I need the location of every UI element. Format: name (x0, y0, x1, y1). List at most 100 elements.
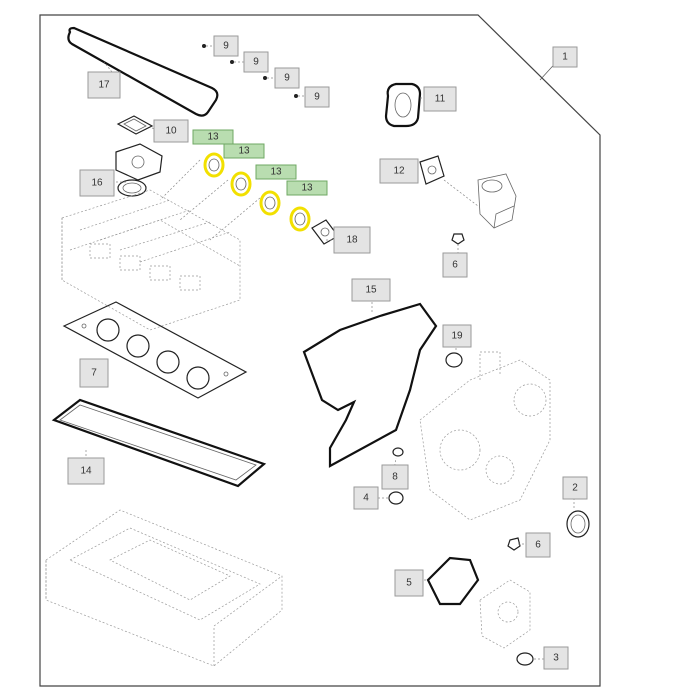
callout-box (525, 532, 551, 558)
callout-box (333, 226, 371, 254)
callout-box (274, 67, 300, 89)
callout-label: 15 (365, 285, 377, 296)
water-pump-gasket (426, 556, 480, 606)
callout-4: 4 (353, 486, 379, 510)
callout-box (286, 180, 328, 196)
gasket-11 (384, 82, 422, 128)
bolt-6-top (451, 233, 465, 245)
callout-8: 8 (381, 464, 409, 490)
callout-13: 13 (192, 129, 234, 145)
callout-box (351, 278, 391, 302)
callout-18: 18 (333, 226, 371, 254)
callout-box (423, 86, 457, 112)
timing-cover-gasket (302, 302, 438, 468)
callout-box (442, 252, 468, 278)
housing-16 (115, 143, 163, 197)
callout-box (213, 35, 239, 57)
bolt-6-lower (507, 537, 521, 551)
callout-box (552, 46, 578, 68)
diagram-frame (39, 14, 601, 687)
callout-box (381, 464, 409, 490)
callout-label: 13 (301, 183, 313, 194)
callout-box (543, 646, 569, 670)
callout-3: 3 (543, 646, 569, 670)
callout-9: 9 (243, 51, 269, 73)
callout-12: 12 (379, 158, 419, 184)
callout-label: 9 (253, 57, 259, 68)
callout-label: 14 (80, 466, 92, 477)
callout-label: 4 (363, 493, 369, 504)
callout-box (255, 164, 297, 180)
callout-11: 11 (423, 86, 457, 112)
thermostat-housing (477, 173, 517, 229)
callout-label: 6 (535, 540, 541, 551)
callout-box (79, 358, 109, 388)
callout-label: 9 (223, 41, 229, 52)
callout-2: 2 (562, 476, 588, 500)
callout-label: 16 (91, 178, 103, 189)
callout-box (353, 486, 379, 510)
callout-box (442, 324, 472, 348)
callout-16: 16 (79, 169, 115, 197)
callout-box (87, 71, 121, 99)
callout-label: 13 (207, 132, 219, 143)
callout-box (379, 158, 419, 184)
o-ring-4 (388, 491, 404, 505)
callout-5: 5 (394, 569, 424, 597)
callout-13: 13 (223, 143, 265, 159)
callout-label: 9 (314, 92, 320, 103)
head-gasket (62, 301, 248, 399)
callout-label: 8 (392, 472, 398, 483)
callout-14: 14 (67, 457, 105, 485)
breather-gasket (116, 115, 154, 135)
callout-box (304, 86, 330, 108)
callout-9: 9 (274, 67, 300, 89)
callout-label: 7 (91, 368, 97, 379)
callout-label: 13 (270, 167, 282, 178)
callout-box (223, 143, 265, 159)
callout-label: 12 (393, 166, 405, 177)
callout-10: 10 (153, 119, 189, 143)
callout-15: 15 (351, 278, 391, 302)
callout-6: 6 (442, 252, 468, 278)
callout-box (394, 569, 424, 597)
callout-7: 7 (79, 358, 109, 388)
callout-13: 13 (286, 180, 328, 196)
callout-label: 6 (452, 260, 458, 271)
crank-seal-2 (566, 510, 590, 538)
callout-box (79, 169, 115, 197)
callout-box (67, 457, 105, 485)
callout-label: 18 (346, 235, 358, 246)
callout-label: 19 (451, 331, 463, 342)
callout-box (562, 476, 588, 500)
callout-label: 17 (98, 80, 110, 91)
screws-group (202, 44, 298, 98)
callout-label: 2 (572, 483, 578, 494)
valve-cover-gasket (67, 26, 219, 117)
callout-box (243, 51, 269, 73)
water-pump (479, 579, 531, 649)
callout-9: 9 (304, 86, 330, 108)
oil-pan (45, 509, 283, 667)
callout-9: 9 (213, 35, 239, 57)
callout-label: 3 (553, 653, 559, 664)
callout-label: 10 (165, 126, 177, 137)
callout-13: 13 (255, 164, 297, 180)
callout-label: 5 (406, 578, 412, 589)
callout-19: 19 (442, 324, 472, 348)
callout-6: 6 (525, 532, 551, 558)
gasket-12 (419, 155, 445, 185)
callout-box (192, 129, 234, 145)
o-ring-8 (392, 447, 404, 457)
front-timing-cover (419, 351, 551, 521)
injector-seals (203, 152, 311, 232)
callout-box (153, 119, 189, 143)
callout-label: 9 (284, 73, 290, 84)
callout-label: 11 (435, 94, 446, 105)
callout-17: 17 (87, 71, 121, 99)
o-ring-3 (516, 652, 534, 666)
o-ring-19 (445, 352, 463, 368)
callout-label: 13 (238, 146, 250, 157)
callout-1: 1 (552, 46, 578, 68)
